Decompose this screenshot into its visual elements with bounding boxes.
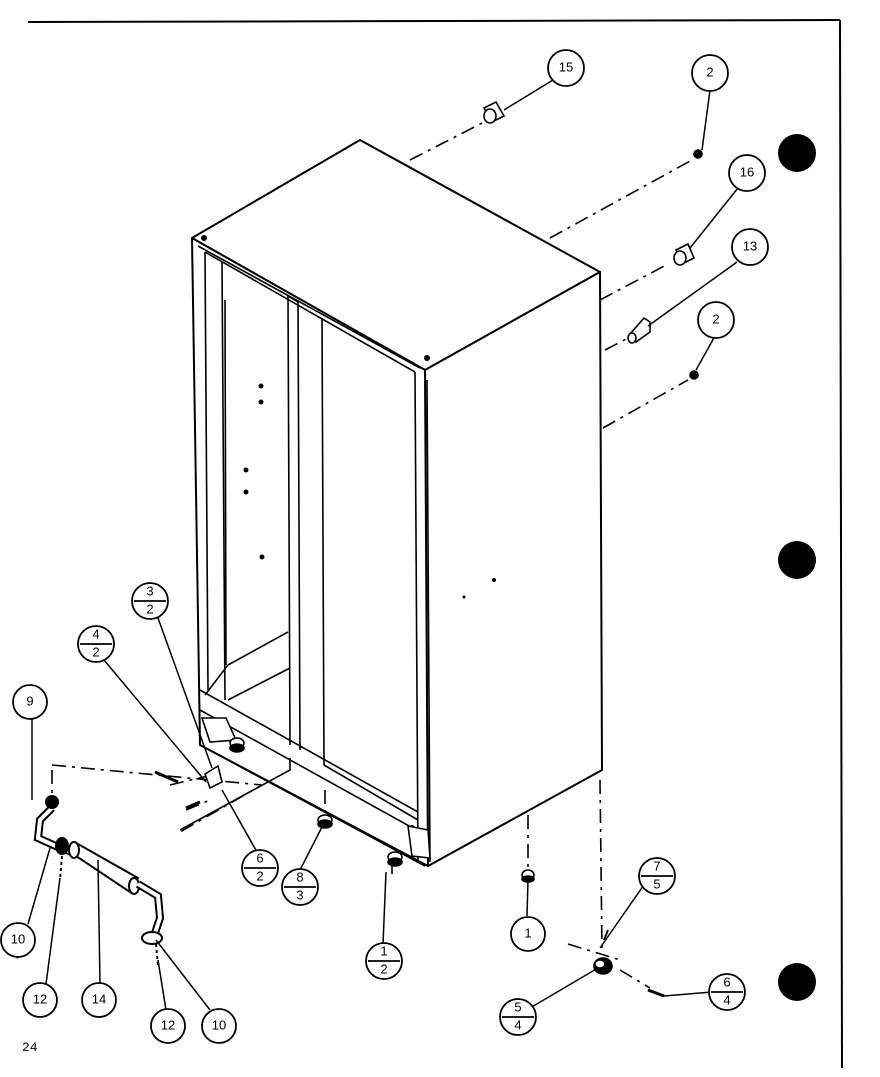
- svg-text:4: 4: [514, 1017, 521, 1032]
- svg-text:6: 6: [723, 974, 730, 989]
- bushing-part-15: [482, 100, 506, 124]
- callout-4-2: 4 2: [77, 625, 115, 663]
- callout-10-left: 10: [0, 922, 36, 958]
- cabinet-front-frame: [191, 237, 429, 867]
- page-border-top: [27, 19, 841, 23]
- page-border-right: [839, 19, 843, 1069]
- callout-16: 16: [728, 154, 766, 192]
- svg-text:2: 2: [146, 601, 153, 616]
- callout-1: 1: [510, 916, 546, 952]
- callout-3-2: 3 2: [131, 582, 169, 620]
- hinge-rod-assembly: [9, 795, 165, 967]
- callout-2-upper: 2: [691, 54, 729, 92]
- svg-text:5: 5: [514, 999, 521, 1014]
- callout-1-2: 1 2: [365, 942, 403, 980]
- callout-8-3: 8 3: [281, 868, 319, 906]
- svg-text:4: 4: [92, 626, 99, 641]
- svg-text:13: 13: [743, 238, 757, 253]
- callout-12-left: 12: [22, 982, 58, 1018]
- hinge-bracket-right: [407, 824, 431, 859]
- hinge-pin-part-3: [204, 764, 223, 790]
- callout-5-4: 5 4: [499, 998, 537, 1036]
- front-frame-inner-top: [204, 251, 416, 373]
- svg-text:1: 1: [380, 943, 387, 958]
- svg-text:6: 6: [256, 850, 263, 865]
- svg-text:7: 7: [653, 858, 660, 873]
- front-bottom-rail: [199, 689, 419, 813]
- svg-text:3: 3: [296, 887, 303, 902]
- svg-text:4: 4: [723, 992, 730, 1007]
- svg-text:12: 12: [33, 991, 47, 1006]
- callout-2-lower: 2: [697, 301, 735, 339]
- callout-15: 15: [547, 49, 585, 87]
- leveling-foot-part-1: [387, 851, 403, 867]
- binder-hole-bottom: [778, 963, 816, 1001]
- binder-hole-middle: [778, 541, 816, 579]
- svg-text:15: 15: [559, 59, 573, 74]
- screw-part-2-lower: [689, 370, 699, 380]
- svg-text:2: 2: [380, 961, 387, 976]
- svg-text:3: 3: [146, 583, 153, 598]
- svg-text:5: 5: [653, 876, 660, 891]
- page-number: 24: [22, 1040, 38, 1055]
- svg-text:2: 2: [92, 644, 99, 659]
- callout-9: 9: [12, 684, 48, 720]
- svg-text:9: 9: [26, 693, 33, 708]
- callout-7-5: 7 5: [638, 857, 676, 895]
- callout-10-right: 10: [201, 1008, 237, 1044]
- callout-14: 14: [81, 982, 117, 1018]
- svg-text:2: 2: [256, 868, 263, 883]
- bushing-part-16: [673, 242, 696, 266]
- callout-6-2: 6 2: [241, 849, 279, 887]
- callout-12-right: 12: [150, 1008, 186, 1044]
- bracket-part-13: [627, 316, 651, 344]
- svg-text:12: 12: [161, 1017, 175, 1032]
- svg-text:8: 8: [296, 869, 303, 884]
- binder-hole-top: [778, 134, 816, 172]
- leveling-foot-part-8: [317, 814, 333, 829]
- svg-text:10: 10: [11, 931, 25, 946]
- svg-text:2: 2: [712, 311, 719, 326]
- front-frame-left-edge: [204, 251, 209, 691]
- svg-text:10: 10: [212, 1017, 226, 1032]
- leveling-foot-left: [229, 737, 245, 753]
- svg-text:2: 2: [706, 64, 713, 79]
- cabinet-side-face: [424, 271, 603, 867]
- screw-part-2-upper: [693, 149, 703, 159]
- center-mullion: [287, 295, 291, 746]
- callout-13: 13: [731, 228, 769, 266]
- refrigerator-cabinet: [191, 139, 603, 867]
- roller-part-5: [593, 957, 613, 975]
- front-frame-right-edge: [414, 371, 419, 861]
- svg-text:1: 1: [524, 925, 531, 940]
- svg-text:16: 16: [740, 164, 754, 179]
- hinge-sleeve-part-14: [68, 842, 140, 894]
- callout-6-4: 6 4: [708, 973, 746, 1011]
- svg-text:14: 14: [92, 991, 106, 1006]
